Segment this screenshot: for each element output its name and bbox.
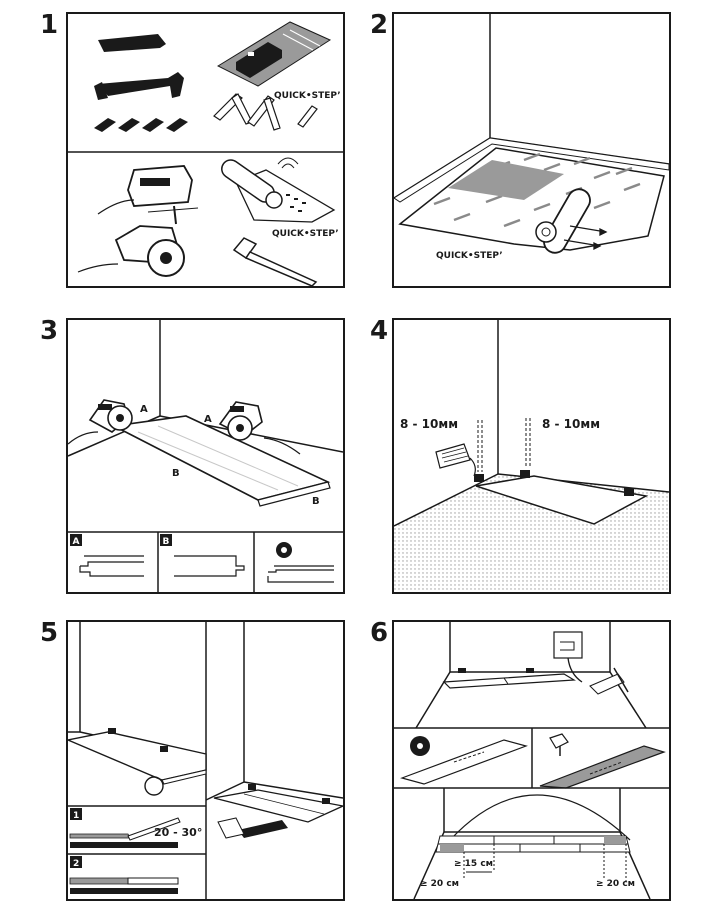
detail-circle (144, 776, 164, 796)
panel-step-1-tools: QUICK•STEP’ (66, 12, 345, 288)
step-number-1: 1 (40, 10, 59, 40)
hammer-icon (232, 237, 318, 286)
saw-blade-icon (276, 542, 292, 558)
quickstep-logo-1: QUICK•STEP’ (274, 91, 341, 101)
plank-rows (435, 835, 631, 853)
angle-label: 20 - 30° (154, 826, 202, 839)
step-number-2: 2 (370, 10, 389, 40)
panel-step-5-laying: 1 20 - 30° 2 (66, 620, 345, 901)
quickstep-kit-icon (216, 21, 332, 87)
panel-step-6-layout: ≥ 15 см ≥ 20 см ≥ 20 см (392, 620, 671, 901)
sub-label-a: A (73, 537, 80, 547)
tapping-block-icon (98, 34, 166, 52)
step-number-4: 4 (370, 316, 389, 346)
floor-plank (111, 415, 331, 507)
underlay-roll-icon (221, 157, 336, 223)
jigsaw-icon (97, 165, 199, 225)
profile-cut (267, 565, 334, 583)
folding-rule-icon (213, 93, 318, 131)
min-offset-label: ≥ 15 см (454, 859, 493, 869)
floor-plank (475, 475, 649, 525)
floor-planks (213, 789, 343, 823)
saw-blade-icon (410, 736, 430, 756)
sub-label-2: 2 (73, 859, 79, 869)
tapping-block-icon (217, 817, 288, 839)
spacer-icon (108, 728, 168, 752)
pencil-marking-icon (589, 667, 629, 695)
jigsaw-icon (549, 733, 569, 756)
circular-saw-right-icon (218, 401, 263, 441)
edge-label-b-right: B (312, 496, 320, 507)
edge-label-b-bottom: B (172, 468, 180, 479)
circular-saw-left-icon (88, 399, 133, 433)
edge-label-a-left: A (140, 404, 148, 415)
spacer-icon (458, 668, 534, 673)
spacer-icon (474, 470, 634, 496)
measuring-card-icon (553, 631, 583, 683)
panel-step-4-spacers: 8 - 10мм 8 - 10мм (392, 318, 671, 594)
min-row-right-label: ≥ 20 см (596, 879, 635, 889)
circular-saw-icon (77, 225, 185, 277)
gap-label-right: 8 - 10мм (542, 417, 600, 431)
edge-label-a-right: A (204, 414, 212, 425)
gap-label-left: 8 - 10мм (400, 417, 458, 431)
panel-step-2-underlay: QUICK•STEP’ (392, 12, 671, 288)
panel-step-3-cutting: A A B B A B (66, 318, 345, 594)
sub-label-b: B (163, 537, 170, 547)
row-arc (449, 794, 631, 841)
pull-bar-icon (94, 72, 184, 100)
quickstep-logo-2: QUICK•STEP’ (272, 229, 339, 239)
profile-a (79, 555, 144, 577)
floor-planks-row (442, 673, 576, 689)
min-row-left-label: ≥ 20 см (420, 879, 459, 889)
step-number-5: 5 (40, 618, 59, 648)
spacer-wedges-icon (94, 118, 188, 132)
sub-label-1: 1 (73, 811, 79, 821)
profile-b (174, 555, 245, 577)
spacer-in-hand-icon (435, 443, 476, 477)
step-number-6: 6 (370, 618, 389, 648)
step-number-3: 3 (40, 316, 59, 346)
spacer-icon (248, 784, 330, 804)
direction-arrows-icon (563, 225, 608, 251)
floor-plank (68, 731, 207, 785)
quickstep-logo-3: QUICK•STEP’ (436, 251, 503, 261)
underlay-sheet (398, 147, 665, 251)
